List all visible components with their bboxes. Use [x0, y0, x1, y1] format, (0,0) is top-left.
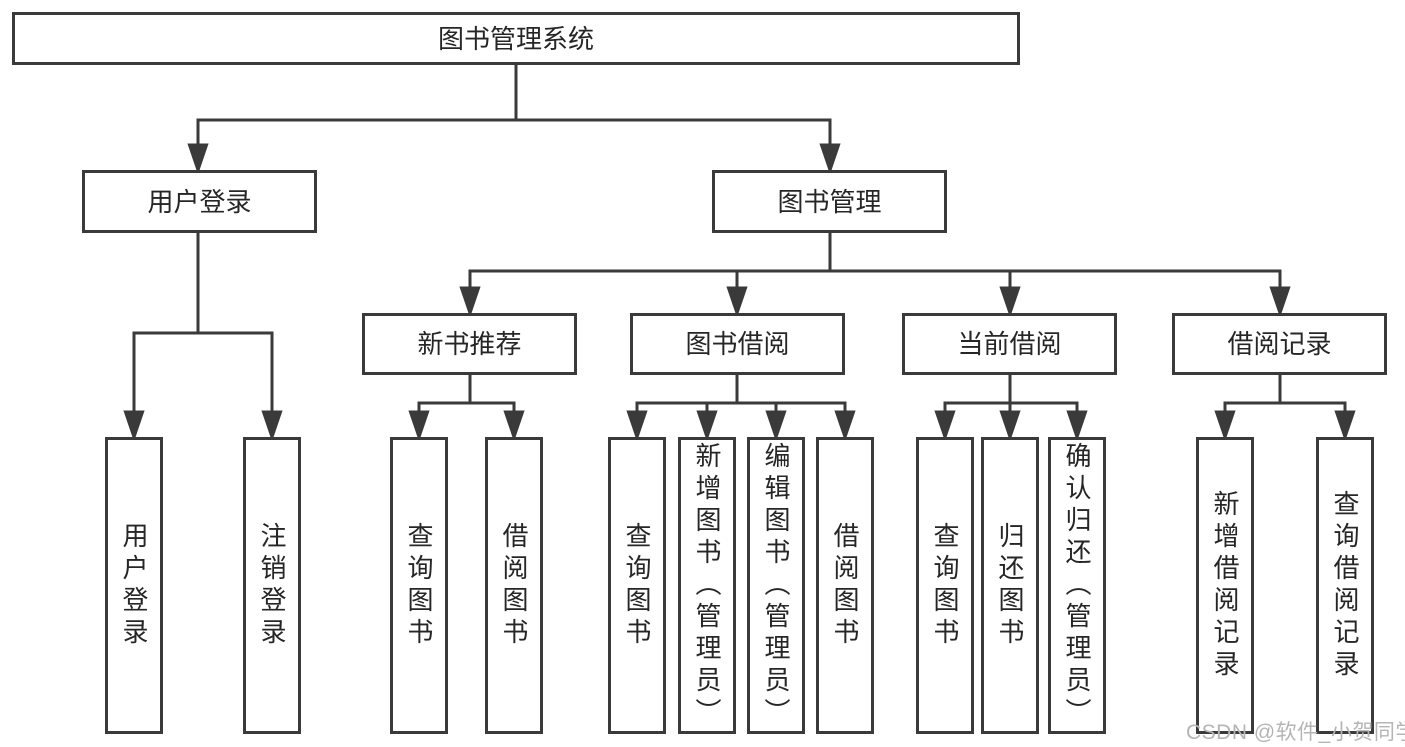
watermark: CSDN @软件_小贺同学 [1186, 721, 1405, 744]
arrowhead-borrow-add [696, 410, 718, 442]
node-new-book-recommend-label: 新书推荐 [417, 329, 522, 359]
node-user-login-label: 用户登录 [147, 186, 252, 217]
arrowhead-records-add [1214, 410, 1236, 442]
leaf-borrow-add-books-admin: 新增图书（管理员） [678, 437, 736, 734]
leaf-borrow-query-books: 查询图书 [608, 437, 666, 734]
arrowhead-book-borrow [726, 286, 748, 318]
arrowhead-current-return [999, 410, 1021, 442]
leaf-user-login: 用户登录 [105, 437, 163, 734]
node-user-login: 用户登录 [82, 170, 317, 233]
leaf-current-return-books: 归还图书 [981, 437, 1039, 734]
leaf-newrec-borrow-books-label: 借阅图书 [499, 521, 529, 650]
node-borrow-records: 借阅记录 [1172, 313, 1387, 375]
leaf-logout-login: 注销登录 [243, 437, 301, 734]
arrowhead-leaf-user-login [123, 410, 145, 442]
arrowhead-records-query [1334, 410, 1356, 442]
arrowhead-new-book-recommend [459, 286, 481, 318]
leaf-borrow-borrow-books: 借阅图书 [816, 437, 874, 734]
node-new-book-recommend: 新书推荐 [362, 313, 577, 375]
node-book-borrow: 图书借阅 [630, 313, 845, 375]
leaf-current-query-books-label: 查询图书 [930, 521, 960, 650]
node-book-management: 图书管理 [712, 170, 947, 233]
leaf-borrow-borrow-books-label: 借阅图书 [830, 521, 860, 650]
leaf-borrow-edit-books-admin: 编辑图书（管理员） [747, 437, 805, 734]
node-book-management-label: 图书管理 [777, 186, 882, 217]
node-borrow-records-label: 借阅记录 [1227, 329, 1332, 359]
arrowhead-book-management [819, 143, 841, 175]
leaf-records-add-record-label: 新增借阅记录 [1210, 489, 1240, 682]
arrowhead-borrow-records [1269, 286, 1291, 318]
arrowhead-current-confirm [1066, 410, 1088, 442]
leaf-borrow-edit-books-admin-label: 编辑图书（管理员） [761, 441, 791, 730]
arrowhead-current-borrow [999, 286, 1021, 318]
leaf-borrow-query-books-label: 查询图书 [622, 521, 652, 650]
leaf-current-confirm-return-admin: 确认归还（管理员） [1048, 437, 1106, 734]
node-book-borrow-label: 图书借阅 [685, 329, 790, 359]
arrowhead-leaf-logout [261, 410, 283, 442]
leaf-current-query-books: 查询图书 [916, 437, 974, 734]
leaf-user-login-label: 用户登录 [119, 521, 149, 650]
arrowhead-borrow-edit [765, 410, 787, 442]
leaf-newrec-query-books-label: 查询图书 [404, 521, 434, 650]
arrowhead-borrow-borrow [834, 410, 856, 442]
node-root: 图书管理系统 [12, 12, 1020, 65]
node-current-borrow-label: 当前借阅 [957, 329, 1062, 359]
arrowhead-newrec-query [408, 410, 430, 442]
leaf-current-return-books-label: 归还图书 [995, 521, 1025, 650]
leaf-records-query-record-label: 查询借阅记录 [1330, 489, 1360, 682]
leaf-borrow-add-books-admin-label: 新增图书（管理员） [692, 441, 722, 730]
leaf-logout-login-label: 注销登录 [257, 521, 287, 650]
arrowhead-borrow-query [626, 410, 648, 442]
leaf-newrec-query-books: 查询图书 [390, 437, 448, 734]
leaf-records-query-record: 查询借阅记录 [1316, 437, 1374, 734]
arrowhead-current-query [934, 410, 956, 442]
node-root-label: 图书管理系统 [437, 23, 594, 54]
leaf-newrec-borrow-books: 借阅图书 [485, 437, 543, 734]
leaf-records-add-record: 新增借阅记录 [1196, 437, 1254, 734]
leaf-current-confirm-return-admin-label: 确认归还（管理员） [1062, 441, 1092, 730]
node-current-borrow: 当前借阅 [902, 313, 1117, 375]
arrowhead-user-login [187, 143, 209, 175]
arrowhead-newrec-borrow [503, 410, 525, 442]
